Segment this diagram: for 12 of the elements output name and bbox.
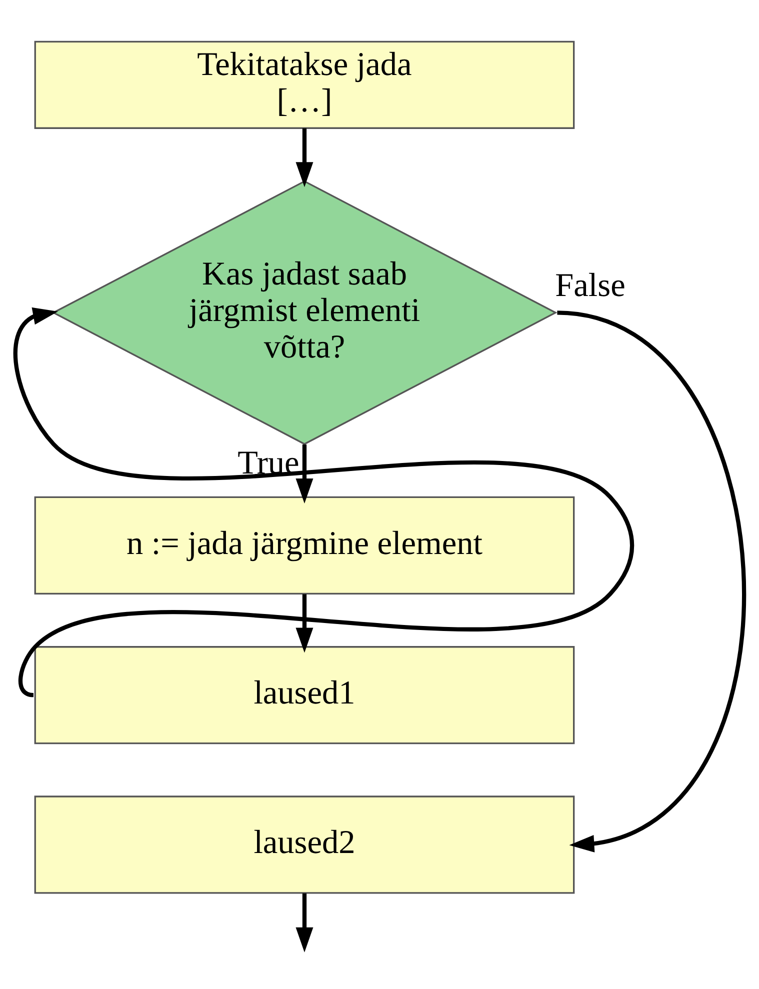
- node-diamond: Kas jadast saab järgmist elementi võtta?: [52, 180, 558, 445]
- arrow: [556, 310, 746, 852]
- arrow: [296, 893, 314, 952]
- node-box: laused1: [34, 646, 575, 744]
- node-box: laused2: [34, 796, 575, 894]
- arrow: [296, 594, 314, 653]
- edge-label: False: [555, 266, 626, 304]
- node-box: Tekitatakse jada […]: [34, 40, 575, 129]
- arrow: [296, 128, 314, 188]
- node-box: n := jada järgmine element: [34, 496, 575, 594]
- arrow: [296, 444, 314, 504]
- arrow: [14, 307, 634, 697]
